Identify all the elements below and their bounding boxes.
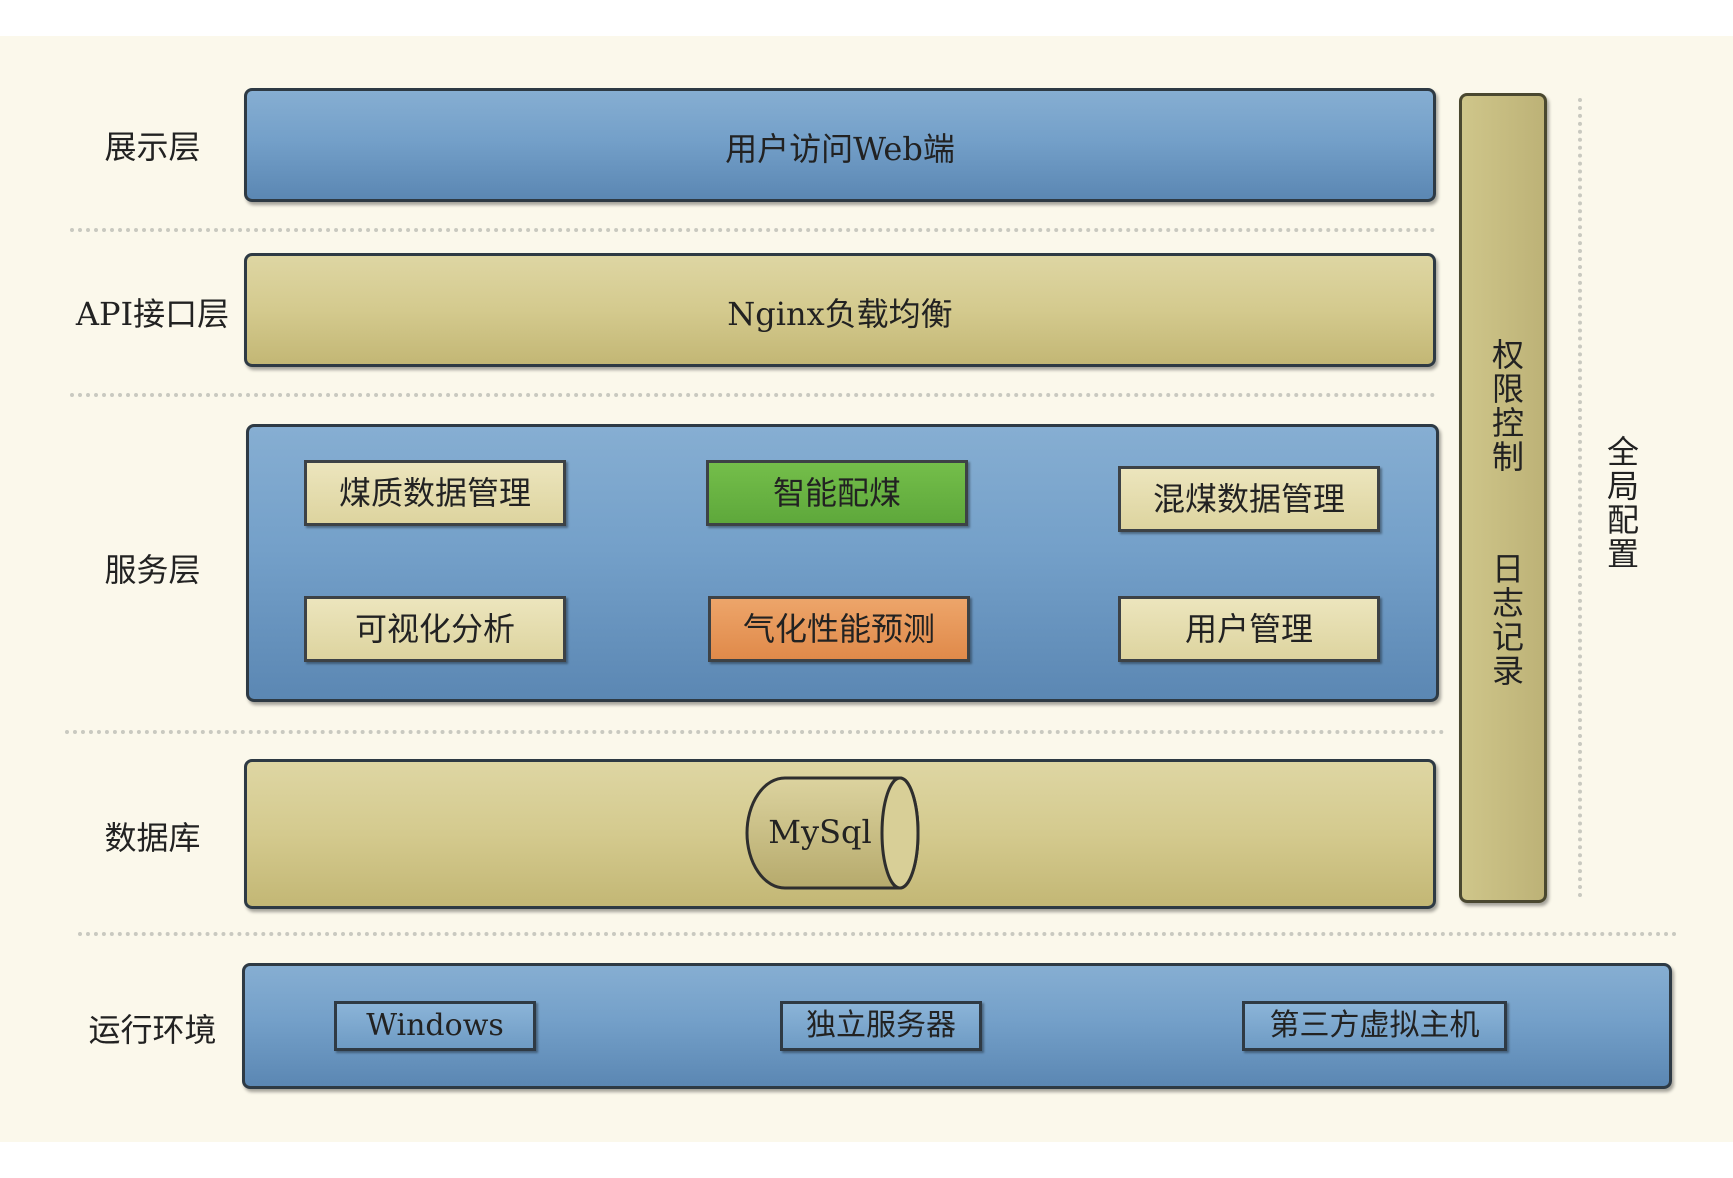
layer-label-runtime: 运行环境 — [88, 1011, 217, 1049]
separator-2 — [70, 393, 1436, 397]
service-module-gasification-prediction: 气化性能预测 — [708, 596, 970, 662]
layer-label-service: 服务层 — [104, 551, 201, 589]
api-box: Nginx负载均衡 — [244, 253, 1436, 367]
layer-label-api: API接口层 — [75, 295, 230, 333]
service-module-blend-data: 混煤数据管理 — [1118, 466, 1380, 532]
runtime-item-virtual-host: 第三方虚拟主机 — [1242, 1001, 1507, 1051]
side-label-global-config: 全局配置 — [1602, 435, 1640, 571]
service-module-coal-quality: 煤质数据管理 — [304, 460, 566, 526]
side-label-permission-control: 权限控制 — [1487, 338, 1525, 474]
presentation-box: 用户访问Web端 — [244, 88, 1436, 202]
runtime-item-windows: Windows — [334, 1001, 536, 1051]
layer-label-database: 数据库 — [104, 819, 201, 857]
service-module-visualization: 可视化分析 — [304, 596, 566, 662]
mysql-label: MySql — [768, 813, 872, 851]
runtime-item-dedicated-server: 独立服务器 — [780, 1001, 982, 1051]
service-module-user-management: 用户管理 — [1118, 596, 1380, 662]
api-box-label: Nginx负载均衡 — [727, 295, 953, 333]
separator-1 — [70, 228, 1436, 232]
separator-4 — [78, 932, 1678, 936]
mysql-cylinder-icon — [745, 776, 920, 890]
side-label-logging: 日志记录 — [1487, 552, 1525, 688]
separator-3 — [65, 730, 1445, 734]
cross-cutting-bar — [1459, 93, 1547, 903]
presentation-box-label: 用户访问Web端 — [725, 130, 955, 168]
service-module-smart-blending: 智能配煤 — [706, 460, 968, 526]
layer-label-presentation: 展示层 — [104, 128, 201, 166]
global-config-divider — [1578, 98, 1582, 898]
